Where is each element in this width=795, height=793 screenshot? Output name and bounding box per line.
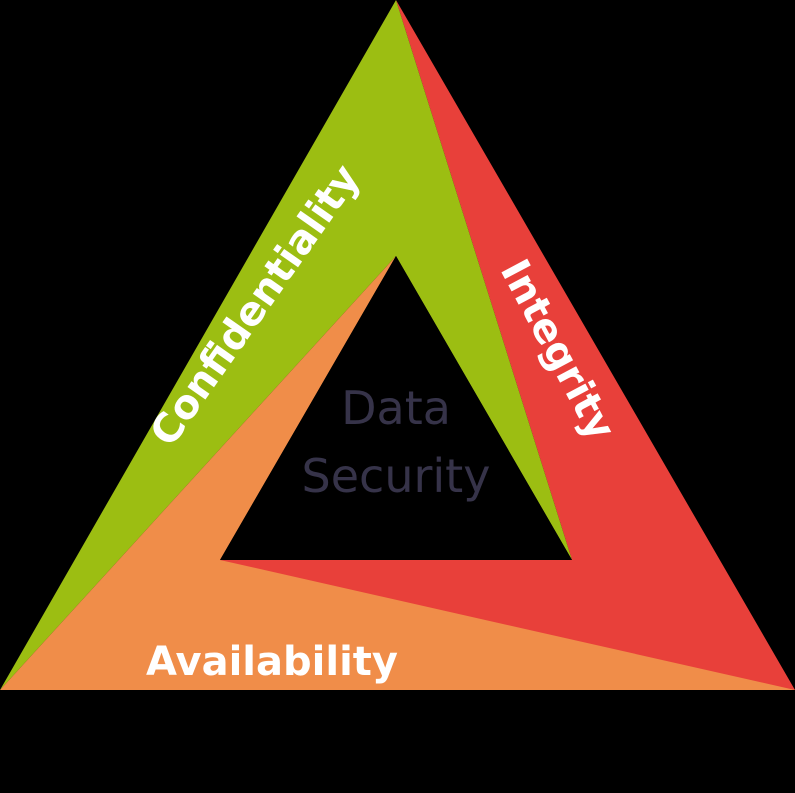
center-label-line1: Data: [341, 381, 451, 435]
confidentiality-segment: [0, 0, 572, 690]
availability-label: Availability: [146, 639, 398, 685]
integrity-segment: [0, 0, 795, 690]
availability-segment: [0, 256, 795, 690]
inner-triangle: [220, 256, 572, 560]
center-label-line2: Security: [302, 449, 491, 503]
